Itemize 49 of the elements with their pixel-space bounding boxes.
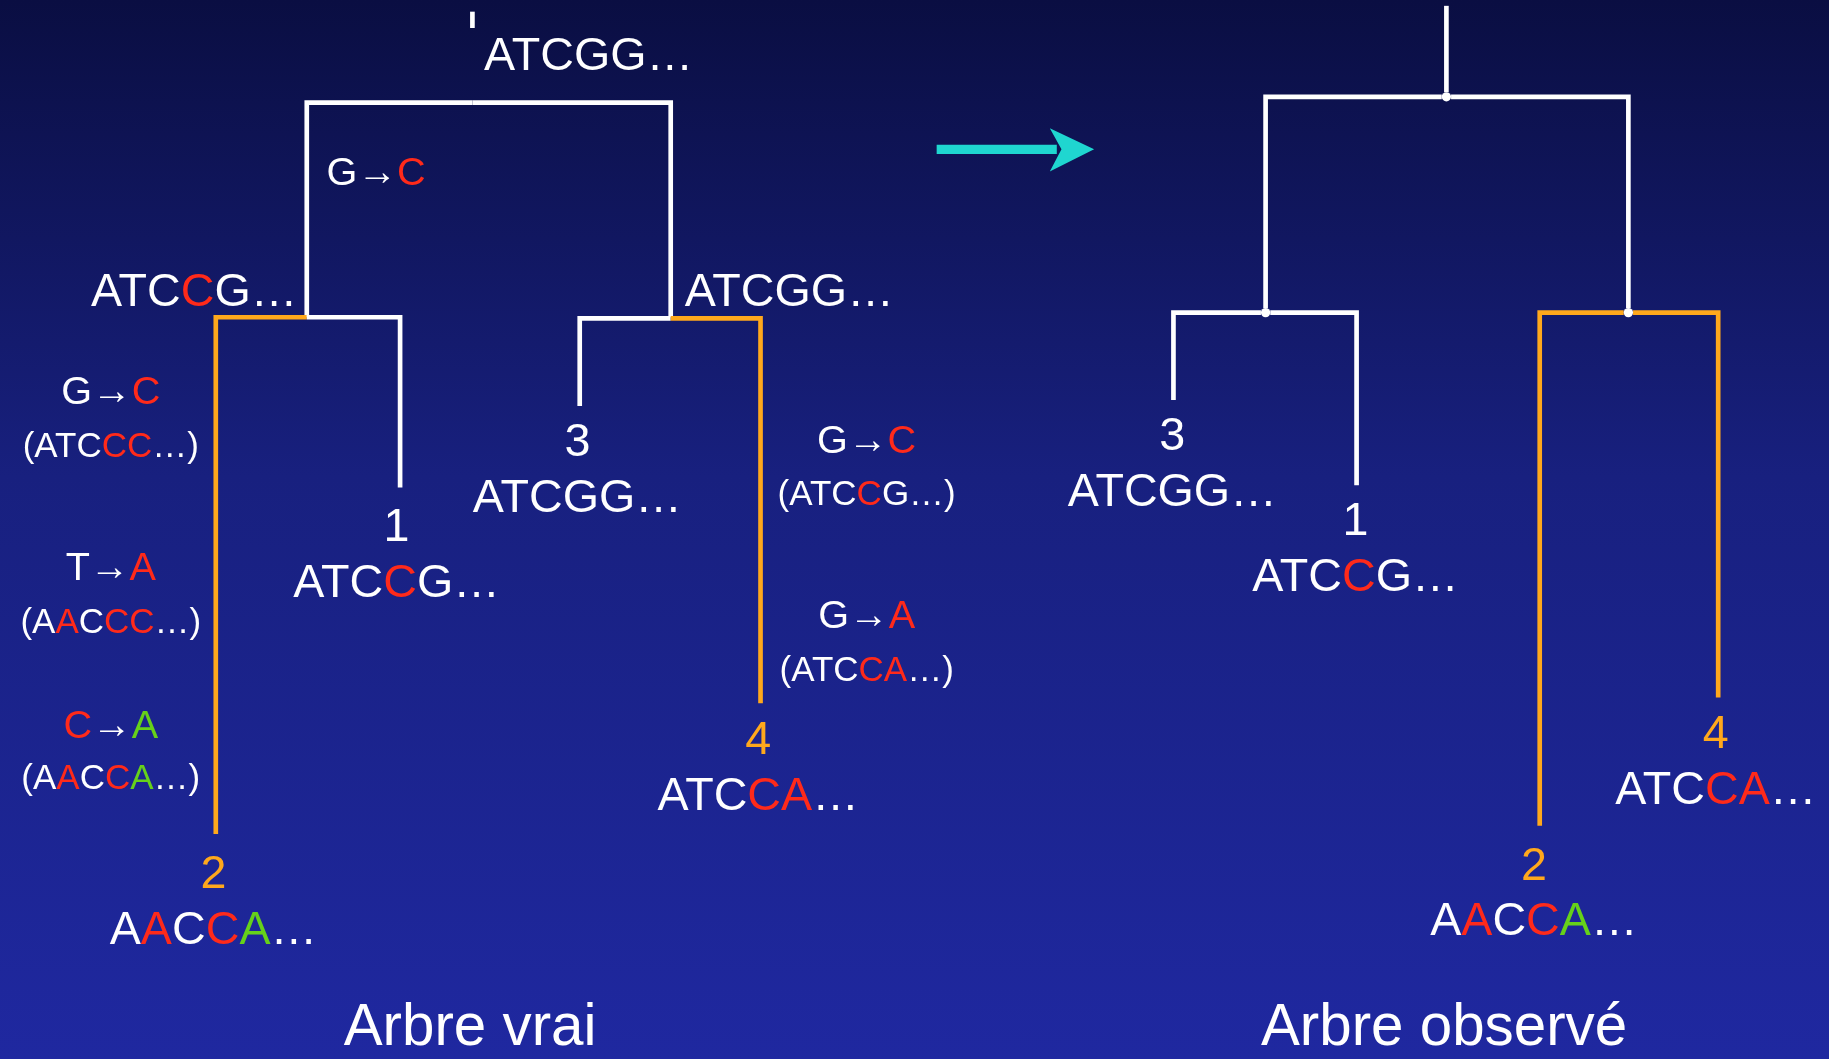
mutation-label: G→C [817,416,917,463]
leaf-sequence: ATCGG… [472,469,682,524]
tree-branch [670,316,763,704]
tree-caption: Arbre observé [1260,992,1628,1059]
sequence-note: (ATCCA…) [779,649,954,690]
tree-caption: Arbre vrai [343,992,597,1059]
ancestral-sequence: ATCGG… [670,247,928,318]
tree-branch [1263,94,1442,308]
tree-branch [1451,94,1631,308]
mutation-label: G→C [326,148,426,195]
sequence-note: (AACCC…) [20,601,202,642]
leaf-sequence: ATCCG… [1252,548,1459,603]
ancestral-sequence: ATCCG… [52,247,307,318]
taxon-number: 2 [1520,836,1547,891]
tree-branch [577,316,671,406]
root-branch [1444,5,1449,93]
sequence-note: (ATCCC…) [22,425,199,466]
leaf-sequence: ATCGG… [1067,463,1277,518]
tree-branch [1270,310,1359,486]
taxon-number: 2 [200,844,227,899]
taxon-number: 4 [745,710,772,765]
mutation-label: G→C [61,367,161,414]
tree-branch [304,100,473,318]
leaf-sequence: ATCCA… [1615,760,1817,815]
mutation-label: C→A [63,701,159,748]
taxon-number: 1 [1342,492,1369,547]
root-branch [470,11,475,28]
tree-branch [1633,310,1721,698]
leaf-sequence: ATCCG… [293,554,500,609]
tree-branch [472,100,674,318]
mutation-label: G→A [818,591,916,638]
tree-branch [1537,310,1624,826]
taxon-number: 1 [383,498,410,553]
taxon-number: 3 [1159,407,1186,462]
taxon-number: 3 [564,413,591,468]
tree-branch [213,314,307,834]
sequence-note: (AACCA…) [21,757,201,799]
leaf-sequence: AACCA… [1430,892,1638,947]
tree-branch [306,314,403,488]
mutation-label: T→A [65,544,156,590]
leaf-sequence: ATCCA… [657,766,859,821]
branch-node-dot [1441,92,1452,102]
tree-branch [1171,310,1261,401]
branch-node-dot [1623,307,1634,318]
ancestral-sequence: ATCGG… [472,25,724,103]
taxon-number: 4 [1702,704,1729,760]
leaf-sequence: AACCA… [109,900,318,955]
branch-node-dot [1260,307,1271,318]
sequence-note: (ATCCG…) [777,473,956,514]
